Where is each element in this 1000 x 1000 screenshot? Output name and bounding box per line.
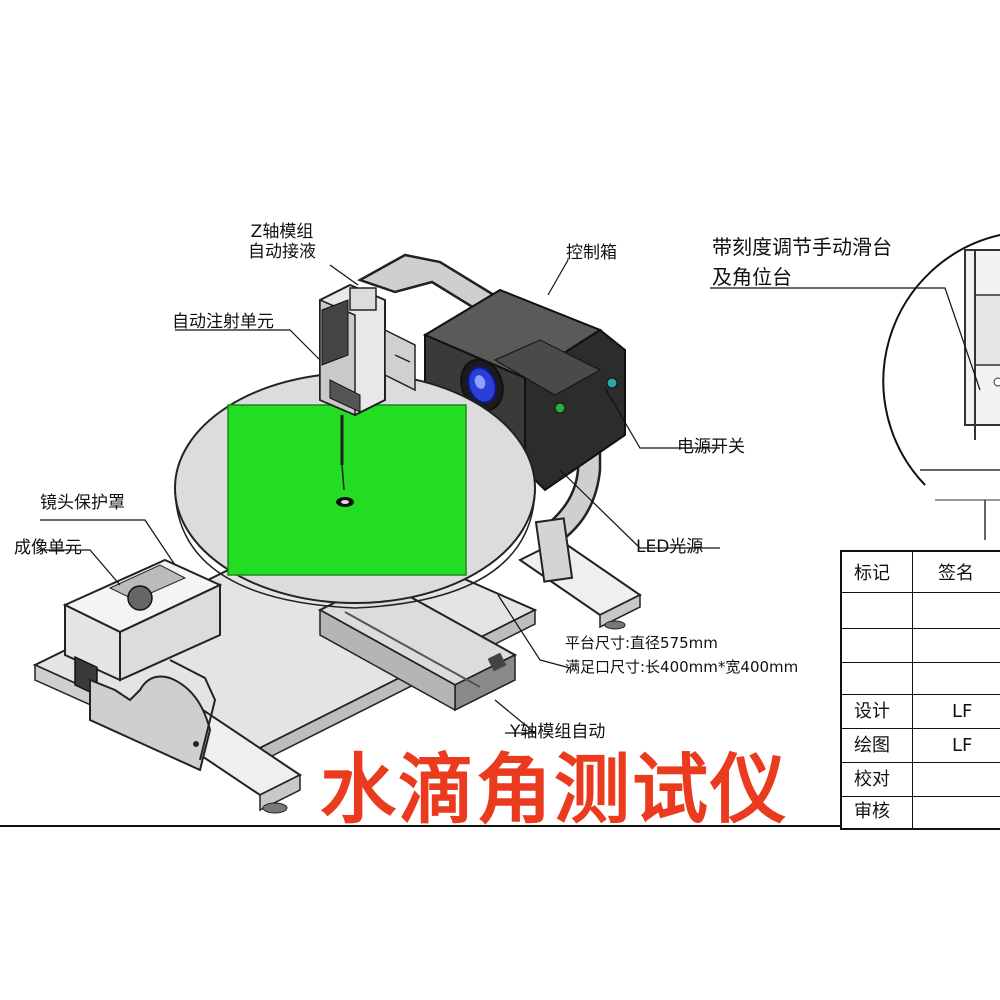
tb-name-design: LF	[952, 701, 973, 722]
label-y-axis: Y轴模组自动	[510, 722, 606, 742]
tb-role-design: 设计	[854, 701, 890, 722]
label-led-light: LED光源	[636, 537, 704, 557]
leader-lines	[40, 259, 981, 734]
label-z-axis-line2: 自动接液	[248, 242, 316, 262]
tb-role-draw: 绘图	[854, 735, 890, 756]
imaging-unit	[62, 558, 223, 772]
title-block-divider	[912, 552, 913, 828]
title-block-rule	[842, 592, 1000, 593]
label-z-axis-line1: Z轴模组	[250, 222, 314, 242]
label-slide-stage-line1: 带刻度调节手动滑台	[712, 235, 892, 259]
tb-header-mark: 标记	[854, 563, 890, 584]
label-power-switch: 电源开关	[677, 437, 745, 457]
label-imaging-unit: 成像单元	[14, 538, 82, 558]
title-block-rule	[842, 662, 1000, 663]
detail-magnifier	[882, 234, 1000, 540]
led-lens	[460, 358, 504, 412]
main-title: 水滴角测试仪	[320, 745, 788, 834]
label-footprint-size: 满足口尺寸:长400mm*宽400mm	[565, 658, 799, 676]
title-block: 标记 签名 设计 LF 绘图 LF 校对 审核	[840, 550, 1000, 830]
tb-name-draw: LF	[952, 735, 973, 756]
title-block-rule	[842, 762, 1000, 763]
title-block-rule	[842, 728, 1000, 729]
label-slide-stage: 带刻度调节手动滑台 及角位台	[712, 232, 892, 292]
title-block-rule	[842, 694, 1000, 695]
tb-role-review: 审核	[854, 801, 890, 822]
label-control-box: 控制箱	[566, 243, 617, 263]
tb-role-check: 校对	[854, 769, 890, 790]
sample-area	[227, 404, 467, 576]
label-platform-size: 平台尺寸:直径575mm	[565, 634, 718, 652]
tb-header-sign: 签名	[938, 563, 974, 584]
round-platform	[174, 372, 536, 609]
title-block-rule	[842, 628, 1000, 629]
label-lens-cover: 镜头保护罩	[40, 493, 125, 513]
label-auto-injection: 自动注射单元	[172, 312, 274, 332]
title-block-rule	[842, 796, 1000, 797]
label-z-axis: Z轴模组 自动接液	[248, 222, 316, 262]
label-slide-stage-line2: 及角位台	[712, 265, 792, 289]
injection-unit	[319, 283, 416, 491]
